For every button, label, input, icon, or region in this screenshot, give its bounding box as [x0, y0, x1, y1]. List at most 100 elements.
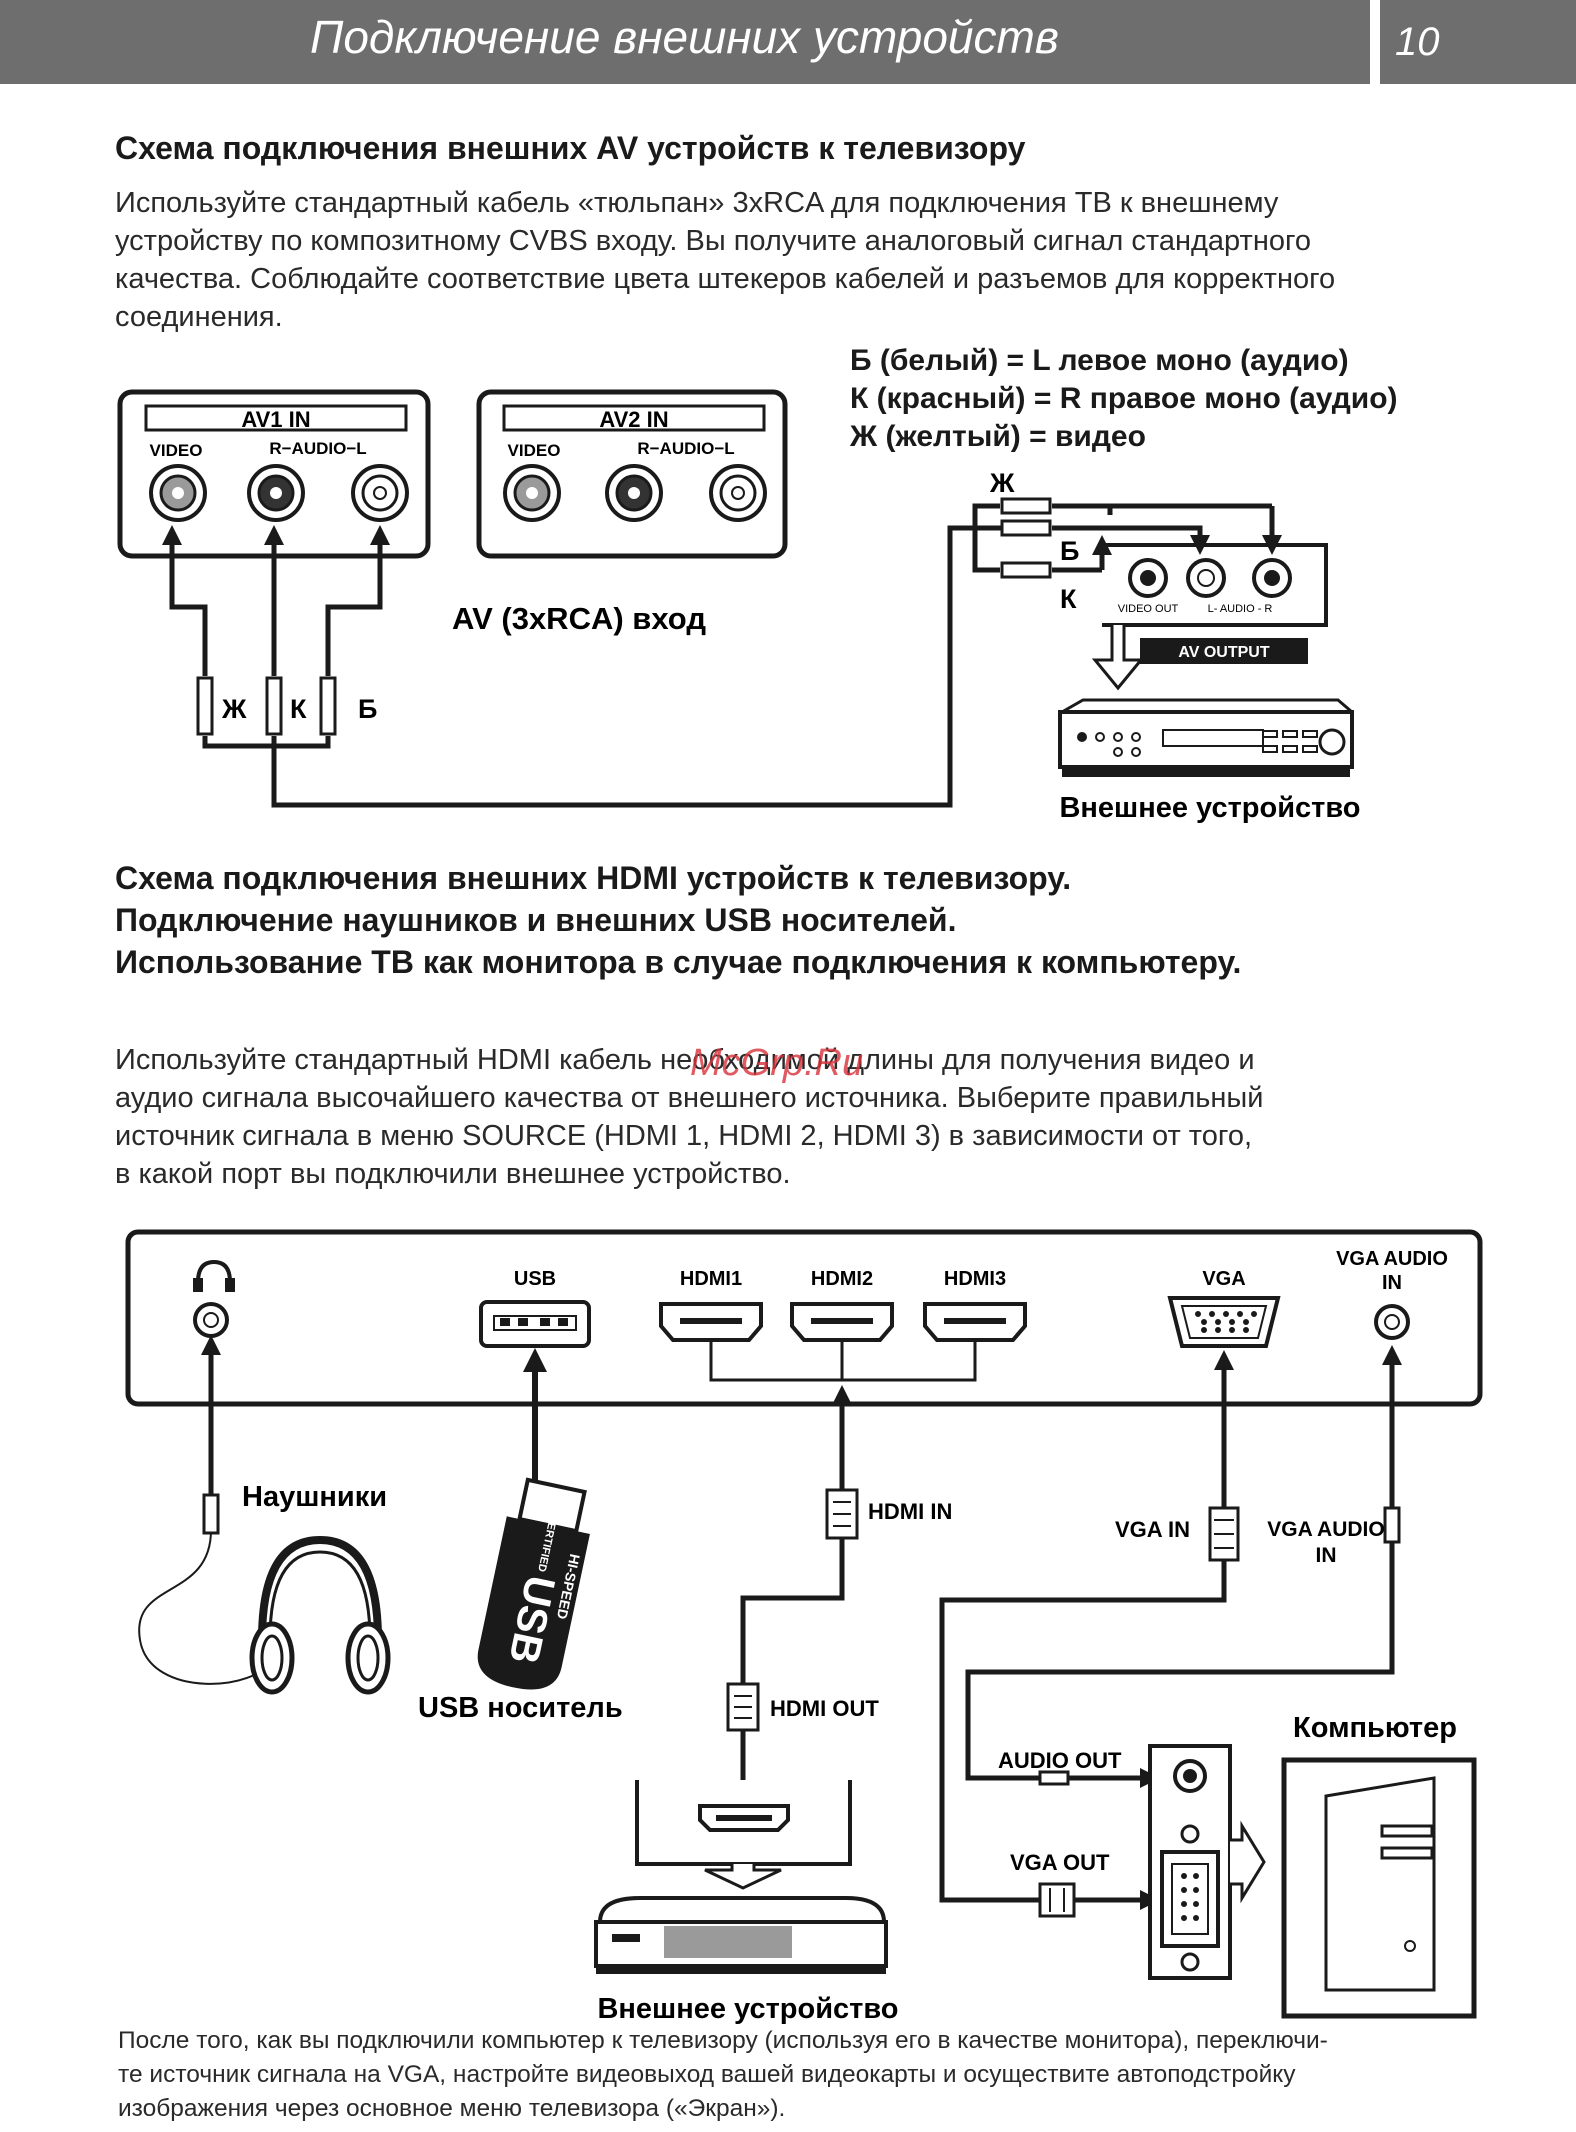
vga-in-label: VGA IN: [1115, 1517, 1190, 1542]
paragraph-line: источник сигнала в меню SOURCE (HDMI 1, …: [115, 1120, 1253, 1152]
hdmi2-port-label: HDMI2: [811, 1268, 873, 1290]
video-out-jack[interactable]: [1128, 558, 1168, 598]
tv-rear-panel: USB HDMI1 HDMI2 HDMI3 VGA VGA AUDIO IN: [125, 1229, 1483, 1407]
section-hdmi-paragraph: Используйте стандартный HDMI кабель необ…: [115, 1041, 1263, 1193]
hdmi-in-label: HDMI IN: [868, 1499, 952, 1524]
plug-letter-red: К: [290, 694, 307, 724]
audio-out-plug: [1038, 1770, 1070, 1786]
av1-audio-l-jack[interactable]: [351, 464, 409, 522]
av1-panel: AV1 IN VIDEO R−AUDIO−L: [117, 389, 431, 559]
av-cable-bundle: [162, 525, 1005, 808]
paragraph-line: аудио сигнала высочайшего качества от вн…: [115, 1082, 1264, 1114]
source-av-output-panel: VIDEO OUT L- AUDIO - R AV OUTPUT: [1091, 543, 1328, 691]
hdmi-out-plug: [726, 1682, 760, 1732]
video-out-label: VIDEO OUT: [1118, 603, 1179, 615]
audio-l-out-jack[interactable]: [1186, 558, 1226, 598]
hdmi3-port-label: HDMI3: [944, 1268, 1006, 1290]
computer-icon: [1281, 1757, 1477, 2019]
av-input-caption: AV (3xRCA) вход: [452, 601, 706, 636]
av-device-caption: Внешнее устройство: [1059, 792, 1360, 824]
vga-audio-port-label-line2: IN: [1382, 1272, 1402, 1294]
av1-audio-label: R−AUDIO−L: [269, 439, 366, 458]
watermark: McGrp.Ru: [690, 1042, 864, 1084]
page-number-box: [1380, 0, 1576, 84]
vga-audio-in-label-line2: IN: [1316, 1544, 1337, 1567]
vga-port[interactable]: [1167, 1296, 1281, 1348]
vga-out-label: VGA OUT: [1010, 1850, 1110, 1875]
paragraph-line: Используйте стандартный кабель «тюльпан»…: [115, 187, 1279, 219]
av-plugs: [196, 676, 337, 736]
vga-in-plug: [1208, 1506, 1240, 1562]
computer-caption: Компьютер: [1293, 1712, 1457, 1744]
av-output-label: AV OUTPUT: [1178, 644, 1269, 661]
plug-letter-yellow: Ж: [221, 694, 247, 724]
plug-letter-white: Б: [358, 694, 377, 724]
header-bar: [0, 0, 1370, 84]
vga-audio-in-label-line1: VGA AUDIO: [1267, 1518, 1384, 1541]
headphone-icon: [193, 1259, 235, 1292]
usb-port[interactable]: [479, 1300, 591, 1348]
computer-rear-panel: [1148, 1744, 1266, 1980]
source-letter-yellow: Ж: [989, 468, 1015, 498]
headphones-caption: Наушники: [242, 1481, 387, 1513]
section-hdmi-title-line-1: Схема подключения внешних HDMI устройств…: [115, 860, 1072, 896]
hdmi2-port[interactable]: [790, 1302, 894, 1342]
computer-vga-out-port[interactable]: [1160, 1850, 1220, 1948]
hdmi-device-caption: Внешнее устройство: [597, 1993, 898, 2025]
page-number: 10: [1395, 20, 1440, 64]
source-letter-white: Б: [1060, 536, 1079, 566]
av1-video-jack[interactable]: [149, 464, 207, 522]
av1-label: AV1 IN: [241, 407, 310, 432]
headphone-plug: [202, 1493, 220, 1535]
footer-line: изображения через основное меню телевизо…: [118, 2095, 786, 2122]
audio-r-out-jack[interactable]: [1252, 558, 1292, 598]
av1-video-label: VIDEO: [150, 441, 203, 460]
paragraph-line: устройству по композитному CVBS входу. В…: [115, 225, 1312, 257]
source-letter-red: К: [1060, 584, 1077, 614]
usb-port-label: USB: [514, 1268, 556, 1290]
hdmi-cable: [733, 1385, 852, 1802]
vga-out-plug: [1038, 1882, 1076, 1918]
section-hdmi-title-line-2: Подключение наушников и внешних USB носи…: [115, 902, 957, 938]
color-legend: Б (белый) = L левое моно (аудио) К (крас…: [850, 342, 1398, 456]
usb-caption: USB носитель: [418, 1692, 623, 1724]
audio-out-label: L- AUDIO - R: [1208, 603, 1273, 615]
hdmi-source-device: [594, 1780, 888, 1974]
hdmi1-port[interactable]: [659, 1302, 763, 1342]
av2-audio-label: R−AUDIO−L: [637, 439, 734, 458]
dvd-player-icon: [1058, 698, 1354, 777]
vga-audio-in-plug: [1383, 1506, 1401, 1544]
headphone-jack[interactable]: [193, 1302, 229, 1338]
av2-video-jack[interactable]: [503, 464, 561, 522]
paragraph-line: в какой порт вы подключили внешнее устро…: [115, 1158, 791, 1190]
paragraph-line: соединения.: [115, 301, 283, 333]
vga-audio-cable: [965, 1345, 1402, 1788]
hdmi1-port-label: HDMI1: [680, 1268, 742, 1290]
av2-panel: AV2 IN VIDEO R−AUDIO−L: [476, 389, 788, 559]
hdmi3-port[interactable]: [923, 1302, 1027, 1342]
section-av-title: Схема подключения внешних AV устройств к…: [115, 130, 1026, 166]
vga-audio-jack[interactable]: [1374, 1304, 1410, 1340]
footer-paragraph: После того, как вы подключили компьютер …: [118, 2024, 1328, 2126]
footer-line: После того, как вы подключили компьютер …: [118, 2027, 1328, 2054]
legend-white: Б (белый) = L левое моно (аудио): [850, 344, 1349, 377]
computer-audio-out-jack[interactable]: [1173, 1759, 1207, 1793]
paragraph-line: Используйте стандартный HDMI кабель необ…: [115, 1044, 1255, 1076]
hdmi-out-label: HDMI OUT: [770, 1696, 879, 1721]
source-plug-bodies: [1000, 497, 1052, 579]
paragraph-line: качества. Соблюдайте соответствие цвета …: [115, 263, 1336, 295]
audio-out-label: AUDIO OUT: [998, 1748, 1122, 1773]
av2-label: AV2 IN: [599, 407, 668, 432]
headphone-cable: [138, 1335, 271, 1685]
av2-audio-r-jack[interactable]: [605, 464, 663, 522]
vga-cable: [939, 1350, 1234, 1910]
vga-port-label: VGA: [1202, 1268, 1245, 1290]
headphones-icon: [249, 1535, 391, 1695]
source-plugs: [972, 503, 1282, 573]
footer-line: те источник сигнала на VGA, настройте ви…: [118, 2061, 1296, 2088]
legend-red: К (красный) = R правое моно (аудио): [850, 382, 1398, 415]
hdmi-in-plug: [825, 1488, 859, 1540]
av2-audio-l-jack[interactable]: [709, 464, 767, 522]
av1-audio-r-jack[interactable]: [247, 464, 305, 522]
